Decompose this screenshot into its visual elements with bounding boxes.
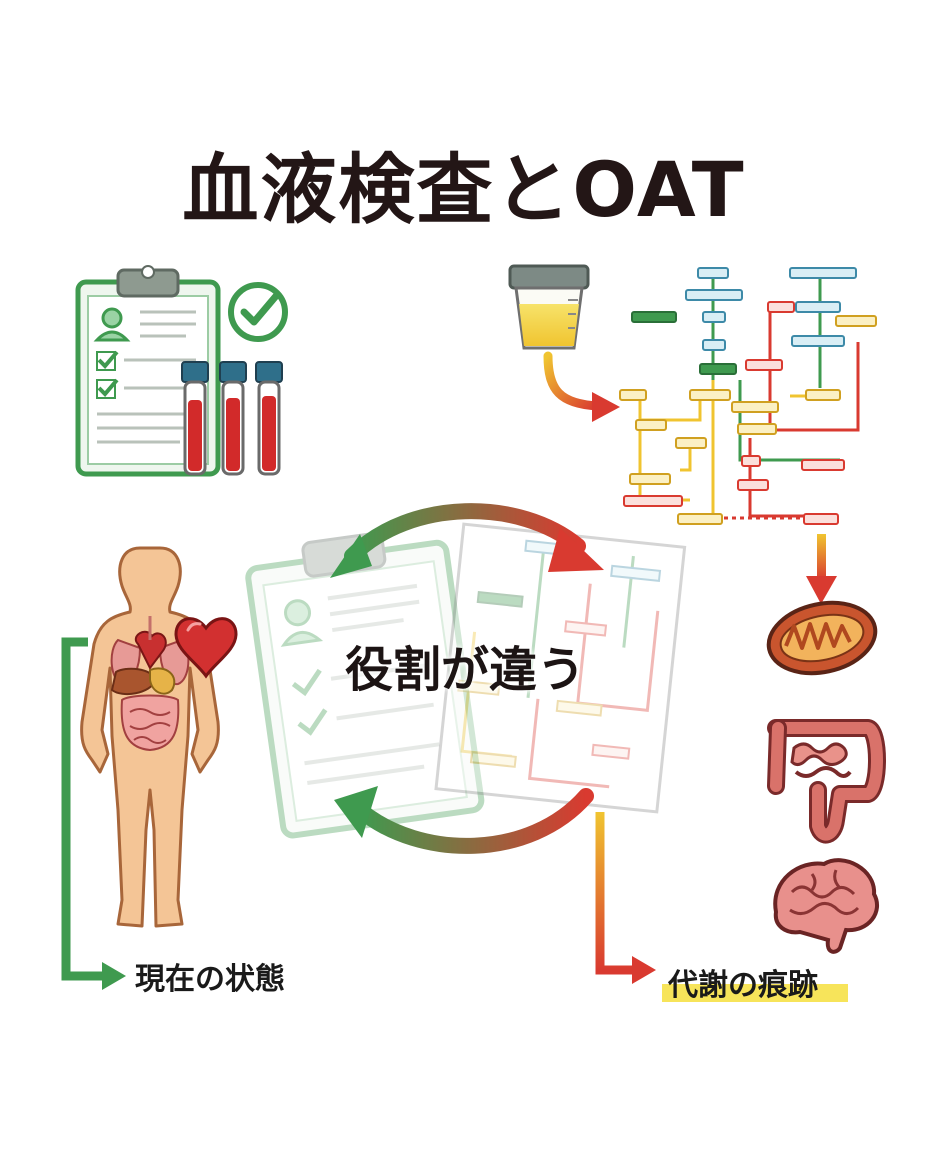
page-title: 血液検査とOAT [182,145,746,234]
urine-cup-icon [508,264,590,350]
arrowhead-cup-to-pathway [592,392,620,422]
center-caption: 役割が違う [344,642,585,698]
arrowhead-pathway-to-organs [806,576,837,604]
blood-tube-icon [181,361,283,476]
label-metabolic-trace: 代謝の痕跡 [668,968,818,1003]
label-current-state: 現在の状態 [135,962,285,997]
arrow-pathway-to-organs [817,534,826,580]
faded-pathway-sheet [434,522,687,814]
cycle-arrowhead-bottom [334,786,378,838]
arrowhead-cycle-to-metabolic-trace [632,956,656,984]
pathway-nodes [619,267,877,525]
cycle-arrowhead-top [548,528,604,572]
intestine-icon [767,719,886,844]
cycle-arrowhead-top-tail [330,534,372,578]
faded-clipboard-icon [245,531,485,839]
arrow-cycle-to-metabolic-trace [595,812,634,975]
arrow-body-to-current-state [61,637,104,981]
label-highlight [662,984,848,1002]
brain-icon [773,858,880,954]
human-body-icon [80,546,220,928]
heart-icon [174,617,238,679]
cycle-arrow-top [344,503,586,564]
arrowhead-body-to-current-state [102,962,126,990]
arrow-cup-to-pathway [543,351,603,411]
mitochondria-icon [766,600,878,676]
check-circle-icon [228,282,288,342]
cycle-arrow-bottom [352,788,594,854]
